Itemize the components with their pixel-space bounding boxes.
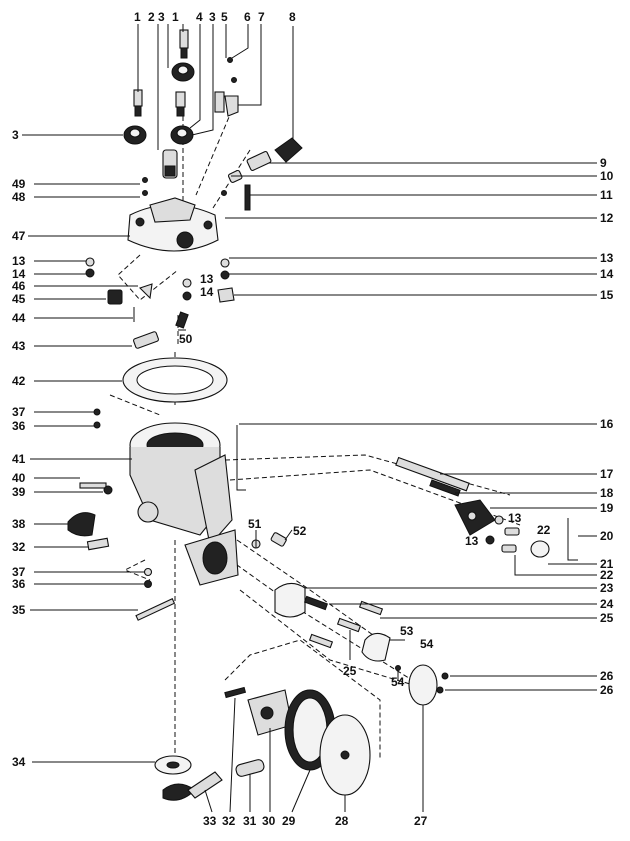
part-clip-7 [224,57,239,117]
label-right-18: 18 [600,486,614,500]
label-top-3a: 3 [158,10,165,24]
part-bearings-3 [123,62,195,145]
label-right-25a: 25 [600,611,614,625]
label-mid-13a: 13 [200,272,214,286]
part-base-frame-41 [93,408,239,586]
label-mid-54a: 54 [420,637,434,651]
label-mid-53: 53 [400,624,414,638]
label-left-3: 3 [12,128,19,142]
label-mid-54b: 54 [391,675,405,689]
label-left-45: 45 [12,292,26,306]
label-top-1b: 1 [172,10,179,24]
label-right-12: 12 [600,211,614,225]
label-right-22b: 22 [600,568,614,582]
part-knob-8 [221,137,303,211]
part-sleeve-23-25 [274,582,384,649]
label-top-2: 2 [148,10,155,24]
part-small-items-center [182,258,235,303]
label-mid-22a: 22 [537,523,551,537]
label-mid-51: 51 [248,517,262,531]
label-left-39: 39 [12,485,26,499]
label-mid-13c: 13 [465,534,479,548]
label-bottom-30: 30 [262,814,276,828]
label-left-49: 49 [12,177,26,191]
label-left-36b: 36 [12,577,26,591]
label-top-3b: 3 [209,10,216,24]
part-small-items-left [85,257,189,349]
part-bracket-4 [214,91,225,113]
label-left-41: 41 [12,452,26,466]
label-left-34: 34 [12,755,26,769]
label-right-24: 24 [600,597,614,611]
label-right-23: 23 [600,581,614,595]
label-left-36a: 36 [12,419,26,433]
label-top-5: 5 [221,10,228,24]
part-ring-42 [122,357,228,403]
part-ring-53 [361,632,401,671]
label-left-13: 13 [12,254,26,268]
label-left-14: 14 [12,267,26,281]
part-rod-17-19 [395,456,496,536]
part-clamp-38 [67,512,110,551]
label-left-44: 44 [12,311,26,325]
leader-lines [22,24,597,813]
label-right-21: 21 [600,557,614,571]
label-right-10: 10 [600,169,614,183]
part-center-items-51-52 [251,532,287,549]
label-right-11: 11 [600,188,613,202]
label-mid-52: 52 [293,524,307,538]
label-left-42: 42 [12,374,26,388]
label-left-40: 40 [12,471,26,485]
part-right-small-items [485,515,578,561]
part-key-16 [236,425,246,491]
label-mid-13b: 13 [508,511,522,525]
part-disc-27 [408,664,449,706]
label-left-37a: 37 [12,405,26,419]
label-top-8: 8 [289,10,296,24]
label-top-4: 4 [196,10,203,24]
label-left-32a: 32 [12,540,26,554]
part-screws-1 [133,29,189,117]
label-left-46: 46 [12,279,26,293]
callout-labels: 1 2 3 1 4 3 5 6 7 8 3 49 48 47 13 14 46 … [12,10,614,828]
label-right-16: 16 [600,417,614,431]
part-head-housing-47 [127,177,219,252]
label-bottom-33: 33 [203,814,217,828]
label-top-6: 6 [244,10,251,24]
label-right-13a: 13 [600,251,614,265]
part-small-items-lower-left [135,567,176,621]
label-right-19: 19 [600,501,614,515]
label-mid-50: 50 [179,332,193,346]
label-bottom-28: 28 [335,814,349,828]
label-mid-25b: 25 [343,664,357,678]
part-bottom-assembly [154,686,371,801]
part-shaft-2 [162,149,178,179]
label-right-17: 17 [600,467,614,481]
label-top-1a: 1 [134,10,141,24]
label-right-15: 15 [600,288,614,302]
label-right-26a: 26 [600,669,614,683]
label-left-47: 47 [12,229,26,243]
label-bottom-32: 32 [222,814,236,828]
label-top-7: 7 [258,10,265,24]
label-bottom-31: 31 [243,814,257,828]
label-left-38: 38 [12,517,26,531]
label-right-26b: 26 [600,683,614,697]
label-mid-14a: 14 [200,285,214,299]
label-right-9: 9 [600,156,607,170]
part-screw-40 [79,482,113,495]
label-right-14a: 14 [600,267,614,281]
label-bottom-27: 27 [414,814,428,828]
label-left-48: 48 [12,190,26,204]
label-right-20: 20 [600,529,614,543]
label-left-37b: 37 [12,565,26,579]
label-left-35: 35 [12,603,26,617]
label-bottom-29: 29 [282,814,296,828]
label-left-43: 43 [12,339,26,353]
